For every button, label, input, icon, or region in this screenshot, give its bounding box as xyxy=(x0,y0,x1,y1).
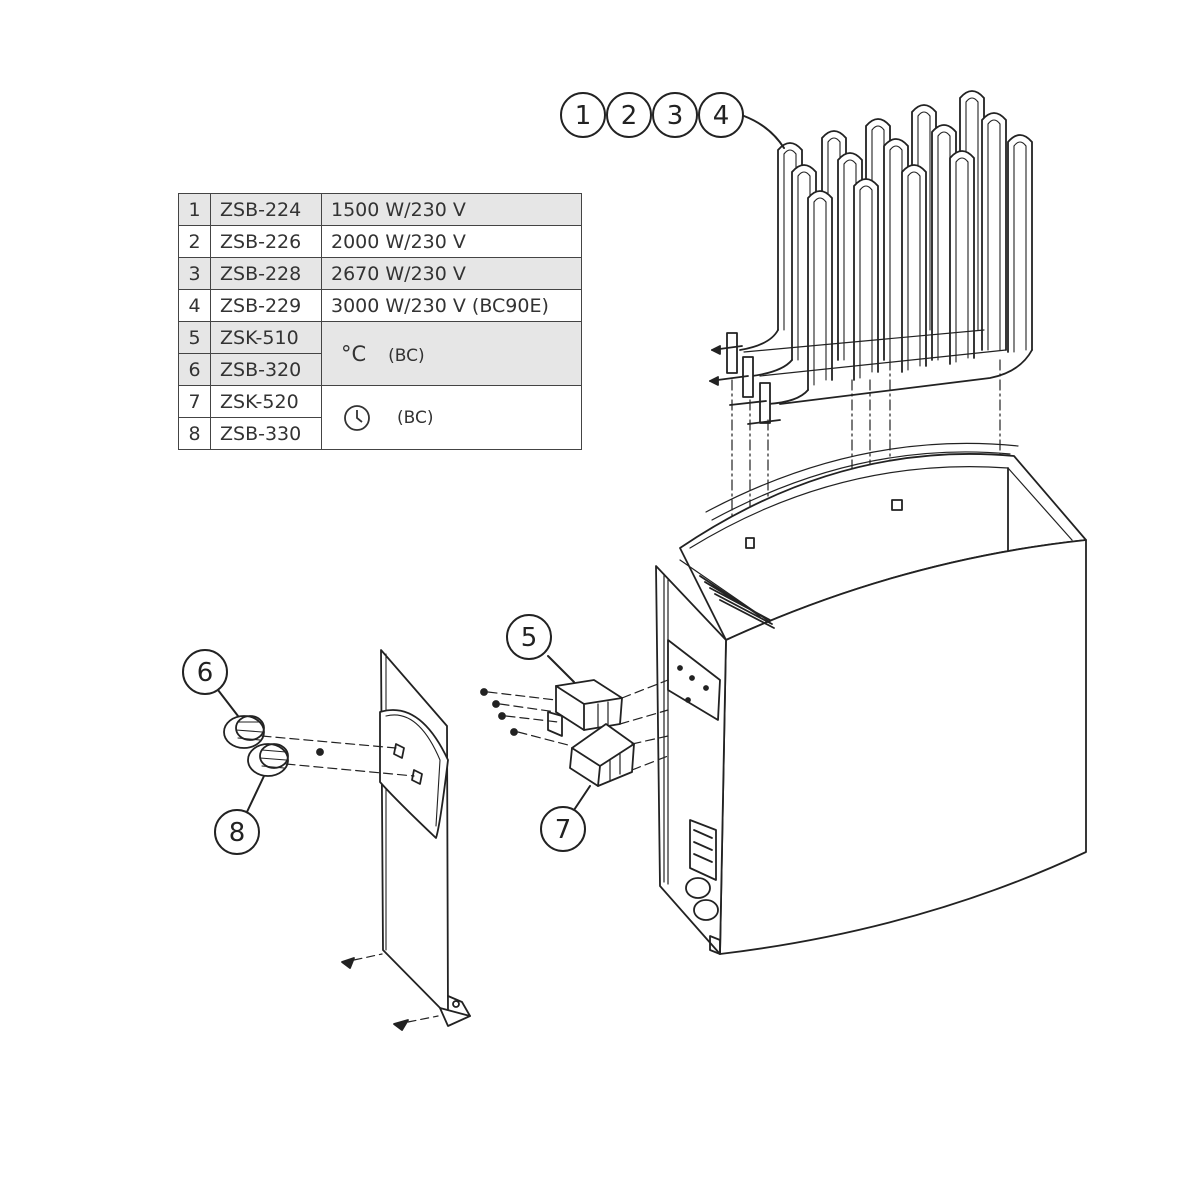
part-description: 2670 W/230 V xyxy=(321,257,582,290)
part-code: ZSB-224 xyxy=(210,193,322,226)
part-description: 1500 W/230 V xyxy=(321,193,582,226)
part-code: ZSB-330 xyxy=(210,417,322,450)
table-row: 2 ZSB-226 2000 W/230 V xyxy=(178,225,582,258)
part-description: 3000 W/230 V (BC90E) xyxy=(321,289,582,322)
heating-elements xyxy=(709,90,1033,425)
part-code: ZSK-520 xyxy=(210,385,322,418)
model-note: (BC) xyxy=(388,345,425,366)
callout-7: 7 xyxy=(555,815,572,845)
callout-8: 8 xyxy=(229,818,246,848)
part-code: ZSB-226 xyxy=(210,225,322,258)
table-row: 7 ZSK-520 (BC) xyxy=(178,385,582,450)
part-number: 4 xyxy=(178,289,211,322)
table-row: 1 ZSB-224 1500 W/230 V xyxy=(178,193,582,226)
table-row: 8 ZSB-330 xyxy=(178,417,582,450)
part-number: 1 xyxy=(178,193,211,226)
callout-3: 3 xyxy=(667,101,684,131)
table-row: 6 ZSB-320 xyxy=(178,353,582,386)
control-switches xyxy=(480,679,669,787)
part-number: 8 xyxy=(178,417,211,450)
parts-table: 1 ZSB-224 1500 W/230 V 2 ZSB-226 2000 W/… xyxy=(178,193,582,450)
table-row: 3 ZSB-228 2670 W/230 V xyxy=(178,257,582,290)
callout-1: 1 xyxy=(575,101,592,131)
part-number: 6 xyxy=(178,353,211,386)
thermostat-group-cell: °C (BC) xyxy=(321,321,582,386)
part-description: 2000 W/230 V xyxy=(321,225,582,258)
clock-icon xyxy=(344,404,370,431)
part-number: 2 xyxy=(178,225,211,258)
control-panel xyxy=(223,649,471,1031)
callout-4: 4 xyxy=(713,101,730,131)
part-number: 7 xyxy=(178,385,211,418)
model-note: (BC) xyxy=(397,408,434,428)
part-code: ZSB-320 xyxy=(210,353,322,386)
celsius-symbol: °C xyxy=(341,341,367,366)
table-row: 4 ZSB-229 3000 W/230 V (BC90E) xyxy=(178,289,582,322)
callout-5: 5 xyxy=(521,623,538,653)
callout-labels: 1 2 3 4 5 6 7 8 xyxy=(197,101,730,848)
callout-6: 6 xyxy=(197,658,214,688)
part-code: ZSB-229 xyxy=(210,289,322,322)
part-number: 3 xyxy=(178,257,211,290)
timer-group-cell: (BC) xyxy=(321,385,582,450)
part-code: ZSK-510 xyxy=(210,321,322,354)
part-code: ZSB-228 xyxy=(210,257,322,290)
callout-2: 2 xyxy=(621,101,638,131)
part-number: 5 xyxy=(178,321,211,354)
callouts xyxy=(182,92,785,855)
heater-body xyxy=(655,442,1087,955)
table-row: 5 ZSK-510 °C (BC) xyxy=(178,321,582,386)
